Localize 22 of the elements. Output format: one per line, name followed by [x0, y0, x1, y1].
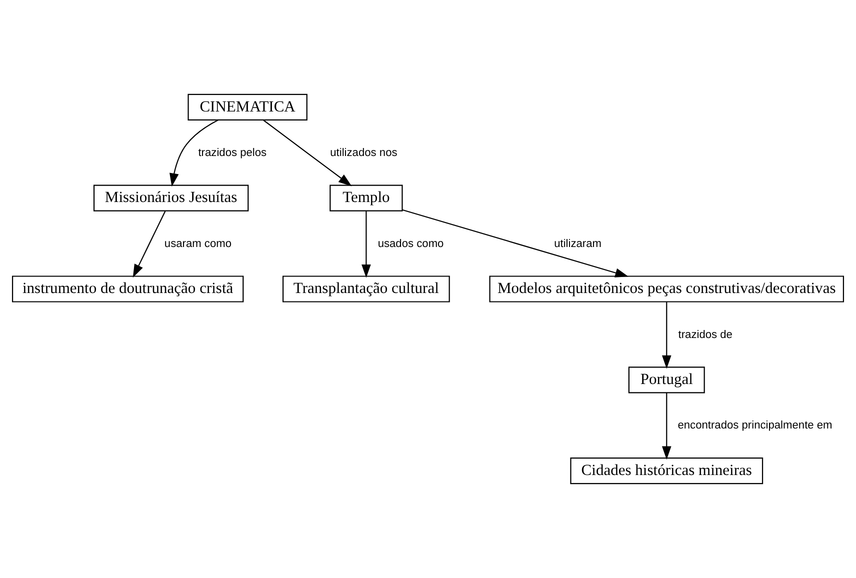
- edge-label: trazidos pelos: [198, 146, 267, 159]
- node-box: Cidades históricas mineiras: [570, 458, 764, 484]
- arrow: [132, 210, 166, 278]
- node-box: CINEMATICA: [188, 94, 308, 120]
- edge-label: encontrados principalmente em: [678, 420, 832, 432]
- arrow: [263, 120, 352, 186]
- node-box: Missionários Jesuítas: [93, 184, 249, 212]
- arrow: [662, 392, 672, 460]
- node-box: Transplantação cultural: [282, 276, 450, 302]
- arrow: [170, 120, 218, 187]
- node-box: Modelos arquitetônicos peças construtivas/decorativas: [489, 276, 844, 302]
- arrow: [402, 209, 629, 278]
- edge-label: trazidos de: [678, 328, 732, 341]
- node-box: Templo: [330, 184, 403, 212]
- edge-label: usaram como: [164, 238, 232, 250]
- arrow: [662, 302, 672, 369]
- edge-label: usados como: [378, 238, 444, 250]
- arrow: [362, 211, 371, 278]
- node-box: Portugal: [628, 366, 705, 394]
- edge-label: utilizaram: [554, 238, 602, 250]
- node-box: instrumento de doutrunação cristã: [12, 276, 244, 302]
- edge-label: utilizados nos: [330, 146, 398, 159]
